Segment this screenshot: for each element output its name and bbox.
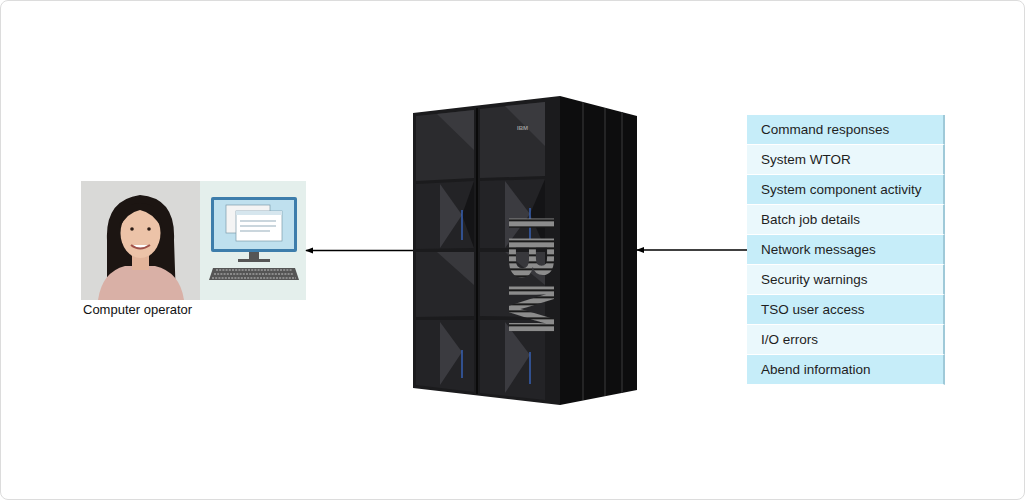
side-seam	[582, 102, 584, 400]
message-box: I/O errors	[747, 325, 945, 355]
message-text: Security warnings	[761, 272, 868, 287]
message-text: Command responses	[761, 122, 889, 137]
monitor-base	[238, 259, 270, 262]
message-text: System component activity	[761, 182, 922, 197]
message-box: Network messages	[747, 235, 945, 265]
logo-small: IBM	[517, 125, 528, 131]
keyboard	[209, 268, 299, 280]
text-line	[240, 220, 276, 222]
message-text: Batch job details	[761, 212, 860, 227]
screen	[214, 200, 294, 249]
window	[236, 211, 282, 241]
message-box: System component activity	[747, 175, 945, 205]
text-line	[240, 230, 270, 232]
cabinet-side	[560, 96, 637, 405]
message-box: Batch job details	[747, 205, 945, 235]
monitor-stand	[249, 252, 259, 260]
smile	[131, 245, 150, 249]
blouse	[98, 266, 184, 300]
operator-label: Computer operator	[83, 302, 192, 317]
flow-arrow	[637, 249, 747, 250]
message-text: Network messages	[761, 242, 876, 257]
side-seam	[621, 112, 623, 393]
photo-background	[81, 181, 201, 300]
flow-arrow	[306, 250, 413, 251]
message-box: Abend information	[747, 355, 945, 385]
icon-background	[200, 181, 306, 300]
eye	[147, 227, 151, 231]
message-box: Command responses	[747, 115, 945, 145]
monitor	[211, 197, 297, 252]
message-box: Security warnings	[747, 265, 945, 295]
message-text: I/O errors	[761, 332, 818, 347]
text-line	[240, 225, 276, 227]
side-seam	[604, 108, 606, 396]
message-box: TSO user access	[747, 295, 945, 325]
window-bar	[236, 211, 282, 215]
keys	[212, 270, 296, 278]
message-box: System WTOR	[747, 145, 945, 175]
message-text: System WTOR	[761, 152, 851, 167]
operator-panel: Computer operator	[81, 181, 306, 300]
mainframe: IBM IBM	[413, 96, 637, 405]
fringe	[119, 203, 162, 228]
eye	[130, 227, 134, 231]
logo-vertical: IBM	[494, 214, 568, 337]
message-text: Abend information	[761, 362, 871, 377]
message-text: TSO user access	[761, 302, 865, 317]
